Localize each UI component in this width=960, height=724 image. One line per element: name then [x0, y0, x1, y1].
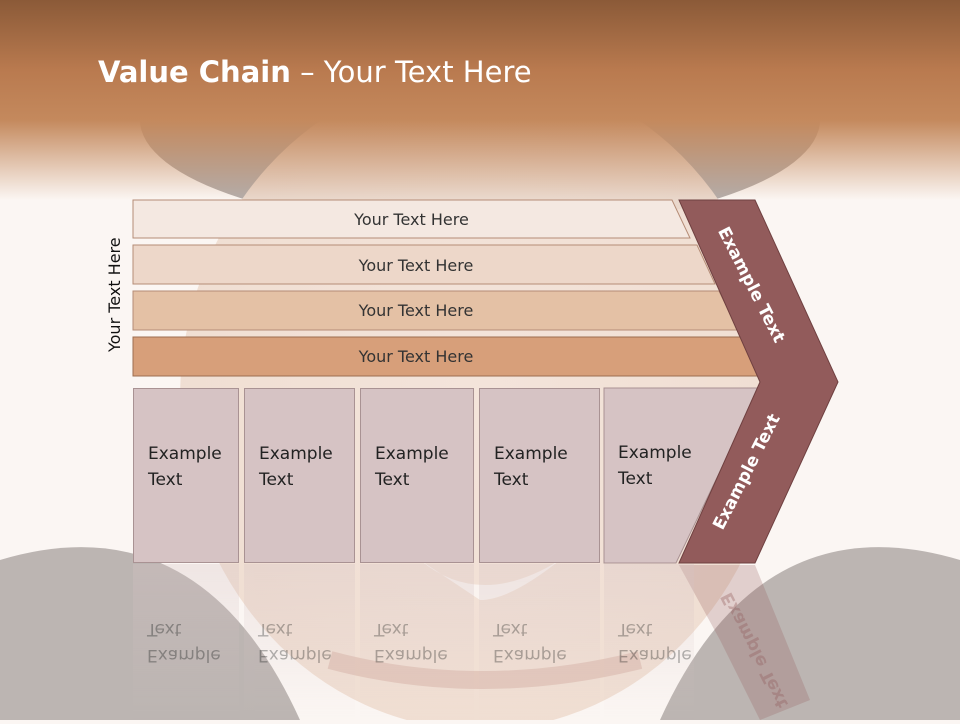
box-4-reflection-line1: Example [493, 645, 567, 665]
box-5-line2: Text [618, 469, 653, 489]
chevron-shape [678, 199, 839, 564]
title-bold: Value Chain [98, 55, 291, 89]
box-5-shape [603, 387, 761, 564]
bar-3: Your Text Here [133, 291, 699, 329]
bar-4: Your Text Here [133, 337, 699, 375]
box-4-reflection-line2: Text [493, 619, 528, 639]
chevron-reflection [679, 565, 810, 720]
box-5-line1: Example [618, 443, 692, 463]
bar-3-label: Your Text Here [358, 300, 474, 320]
box-1-line2: Text [148, 470, 183, 490]
header-band [0, 0, 960, 200]
box-5-reflection-line1: Example [618, 645, 692, 665]
box-5-reflection-line2: Text [618, 619, 653, 639]
bar-1-shape [132, 199, 691, 239]
box-1-reflection-line1: Example [147, 645, 221, 665]
box-2-line1: Example [259, 444, 333, 464]
box-4-line1: Example [494, 444, 568, 464]
bar-2-shape [132, 244, 716, 285]
box-2-reflection: Example Text [244, 564, 355, 720]
slide-title: Value Chain – Your Text Here [98, 55, 532, 89]
box-3-line2: Text [375, 470, 410, 490]
box-3-reflection: Example Text [360, 564, 474, 720]
bar-2: Your Text Here [133, 246, 699, 284]
bar-2-label: Your Text Here [358, 255, 474, 275]
box-4-reflection: Example Text [479, 564, 600, 720]
box-4-line2: Text [494, 470, 529, 490]
box-1-line1: Example [148, 444, 222, 464]
bar-4-label: Your Text Here [358, 346, 474, 366]
box-2-reflection-line1: Example [258, 645, 332, 665]
box-2-line2: Text [259, 470, 294, 490]
box-3-reflection-line2: Text [374, 619, 409, 639]
box-1-reflection: Example Text [133, 564, 239, 720]
box-3-reflection-line1: Example [374, 645, 448, 665]
title-rest: – Your Text Here [290, 55, 532, 89]
box-3-line1: Example [375, 444, 449, 464]
bar-1-label: Your Text Here [354, 209, 469, 229]
box-5-reflection: Example Text [604, 564, 694, 720]
box-1-reflection-line2: Text [147, 619, 182, 639]
box-2-reflection-line2: Text [258, 619, 293, 639]
bar-1: Your Text Here [133, 200, 690, 238]
